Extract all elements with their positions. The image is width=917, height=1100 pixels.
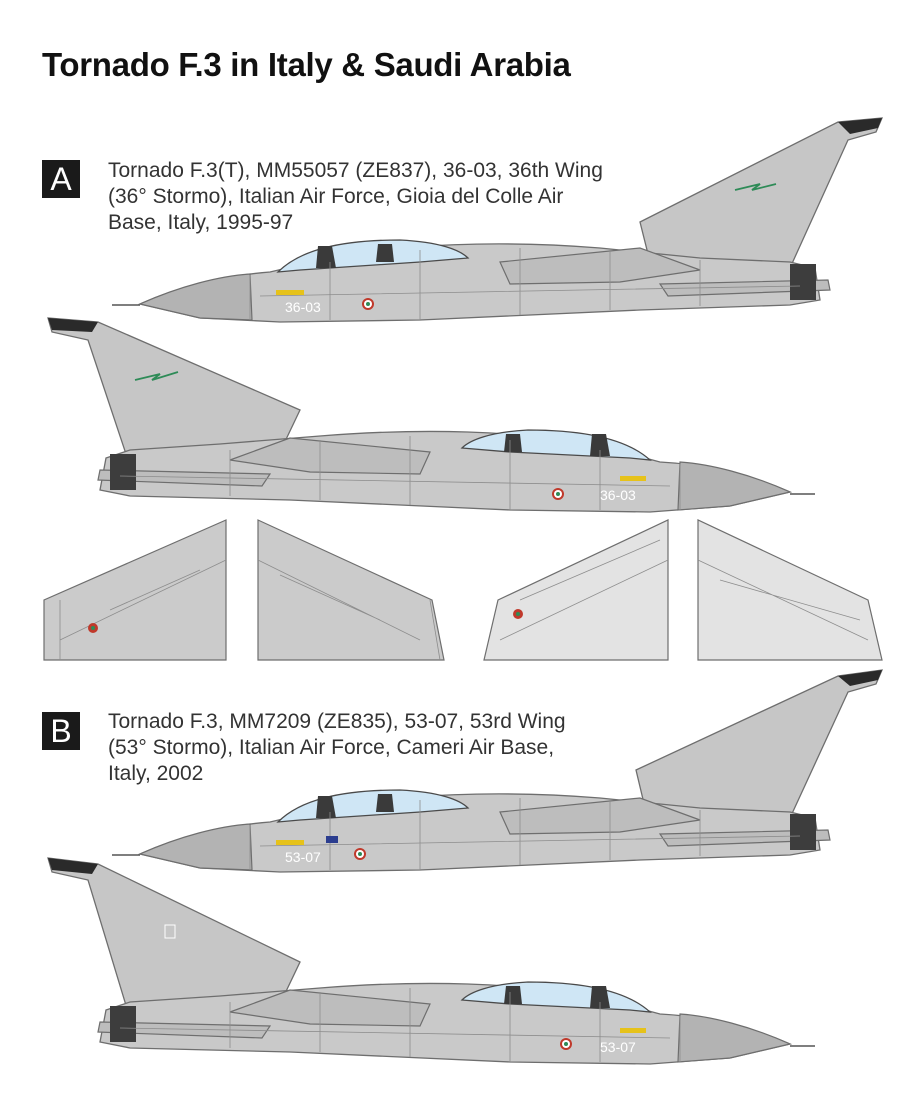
fin-badge	[164, 924, 176, 939]
tailplane	[658, 279, 831, 297]
fin-tip	[48, 858, 98, 874]
fin-tip	[838, 670, 882, 686]
wing-glove	[499, 247, 701, 285]
fin-tip	[48, 318, 98, 332]
panel-lines	[119, 988, 681, 1062]
engine-exhaust	[110, 1006, 136, 1042]
roundel	[366, 302, 370, 306]
ejection-seat	[504, 434, 522, 452]
engine-exhaust	[790, 814, 816, 850]
fin-tip	[838, 118, 882, 134]
scheme-b-caption: Tornado F.3, MM7209 (ZE835), 53-07, 53rd…	[108, 709, 566, 787]
scheme-b-badge: B	[42, 712, 80, 750]
panel-lines	[119, 436, 681, 510]
scheme-a-caption: Tornado F.3(T), MM55057 (ZE837), 36-03, …	[108, 158, 603, 236]
ejection-seat	[504, 986, 522, 1004]
unit-pennant	[326, 836, 338, 843]
tailplane	[97, 469, 272, 487]
wing-panel-lines	[697, 559, 869, 641]
yellow-marking	[276, 290, 304, 295]
radome	[138, 273, 253, 321]
tailplane	[658, 829, 831, 847]
radome	[677, 1013, 792, 1063]
scheme-a-badge: A	[42, 160, 80, 198]
stormo-flash-emblem	[734, 183, 777, 191]
scheme-a-caption-line: (36° Stormo), Italian Air Force, Gioia d…	[108, 185, 564, 208]
ejection-seat	[376, 244, 394, 262]
engine-exhaust	[110, 454, 136, 490]
page-title: Tornado F.3 in Italy & Saudi Arabia	[42, 46, 571, 83]
tailplane	[97, 1021, 272, 1039]
panel-lines	[249, 248, 801, 320]
ejection-seat	[376, 794, 394, 812]
yellow-marking	[620, 476, 646, 481]
scheme-a-caption-line: Base, Italy, 1995-97	[108, 211, 294, 234]
wing-upper-right	[257, 519, 445, 661]
ejection-seat	[316, 796, 336, 818]
wing-panel-lines	[499, 539, 669, 641]
wing-upper-left	[43, 519, 227, 661]
fuselage-code: 53-07	[600, 1039, 636, 1055]
wing-lower-right	[697, 519, 883, 661]
wing-lower-left	[483, 519, 669, 661]
wing-panel-lines	[59, 559, 227, 660]
roundel	[556, 492, 560, 496]
tail-fin	[635, 669, 884, 819]
fuselage-code: 53-07	[285, 849, 321, 865]
wing-panel-lines	[257, 559, 441, 661]
radome	[677, 461, 792, 511]
wing-roundel	[516, 612, 520, 616]
wing-glove	[229, 437, 431, 475]
yellow-marking	[620, 1028, 646, 1033]
ejection-seat	[590, 986, 610, 1008]
yellow-marking	[276, 840, 304, 845]
scheme-a-caption-line: Tornado F.3(T), MM55057 (ZE837), 36-03, …	[108, 159, 603, 182]
ejection-seat	[590, 434, 610, 456]
tail-fin	[639, 117, 884, 269]
scheme-b-caption-line: (53° Stormo), Italian Air Force, Cameri …	[108, 736, 555, 759]
roundel	[564, 1042, 568, 1046]
fuselage-code: 36-03	[600, 487, 636, 503]
stormo-flash-emblem	[134, 371, 179, 381]
roundel	[358, 852, 362, 856]
scheme-a-left-profile: 36-03	[47, 317, 815, 513]
ejection-seat	[316, 246, 336, 268]
scheme-a-wings	[43, 519, 883, 661]
scheme-b-caption-line: Tornado F.3, MM7209 (ZE835), 53-07, 53rd…	[108, 710, 566, 733]
scheme-b-left-profile: 53-07	[47, 857, 815, 1065]
wing-glove	[229, 989, 431, 1027]
scheme-b-caption-line: Italy, 2002	[108, 762, 204, 785]
radome	[138, 823, 253, 871]
tail-fin	[47, 857, 301, 1013]
tail-fin	[47, 317, 301, 461]
wing-roundel	[91, 626, 95, 630]
fuselage-code: 36-03	[285, 299, 321, 315]
engine-exhaust	[790, 264, 816, 300]
scheme-b-right-profile: 53-07	[112, 669, 884, 873]
wing-glove	[499, 797, 701, 835]
scheme-a-right-profile: 36-03	[112, 117, 884, 323]
